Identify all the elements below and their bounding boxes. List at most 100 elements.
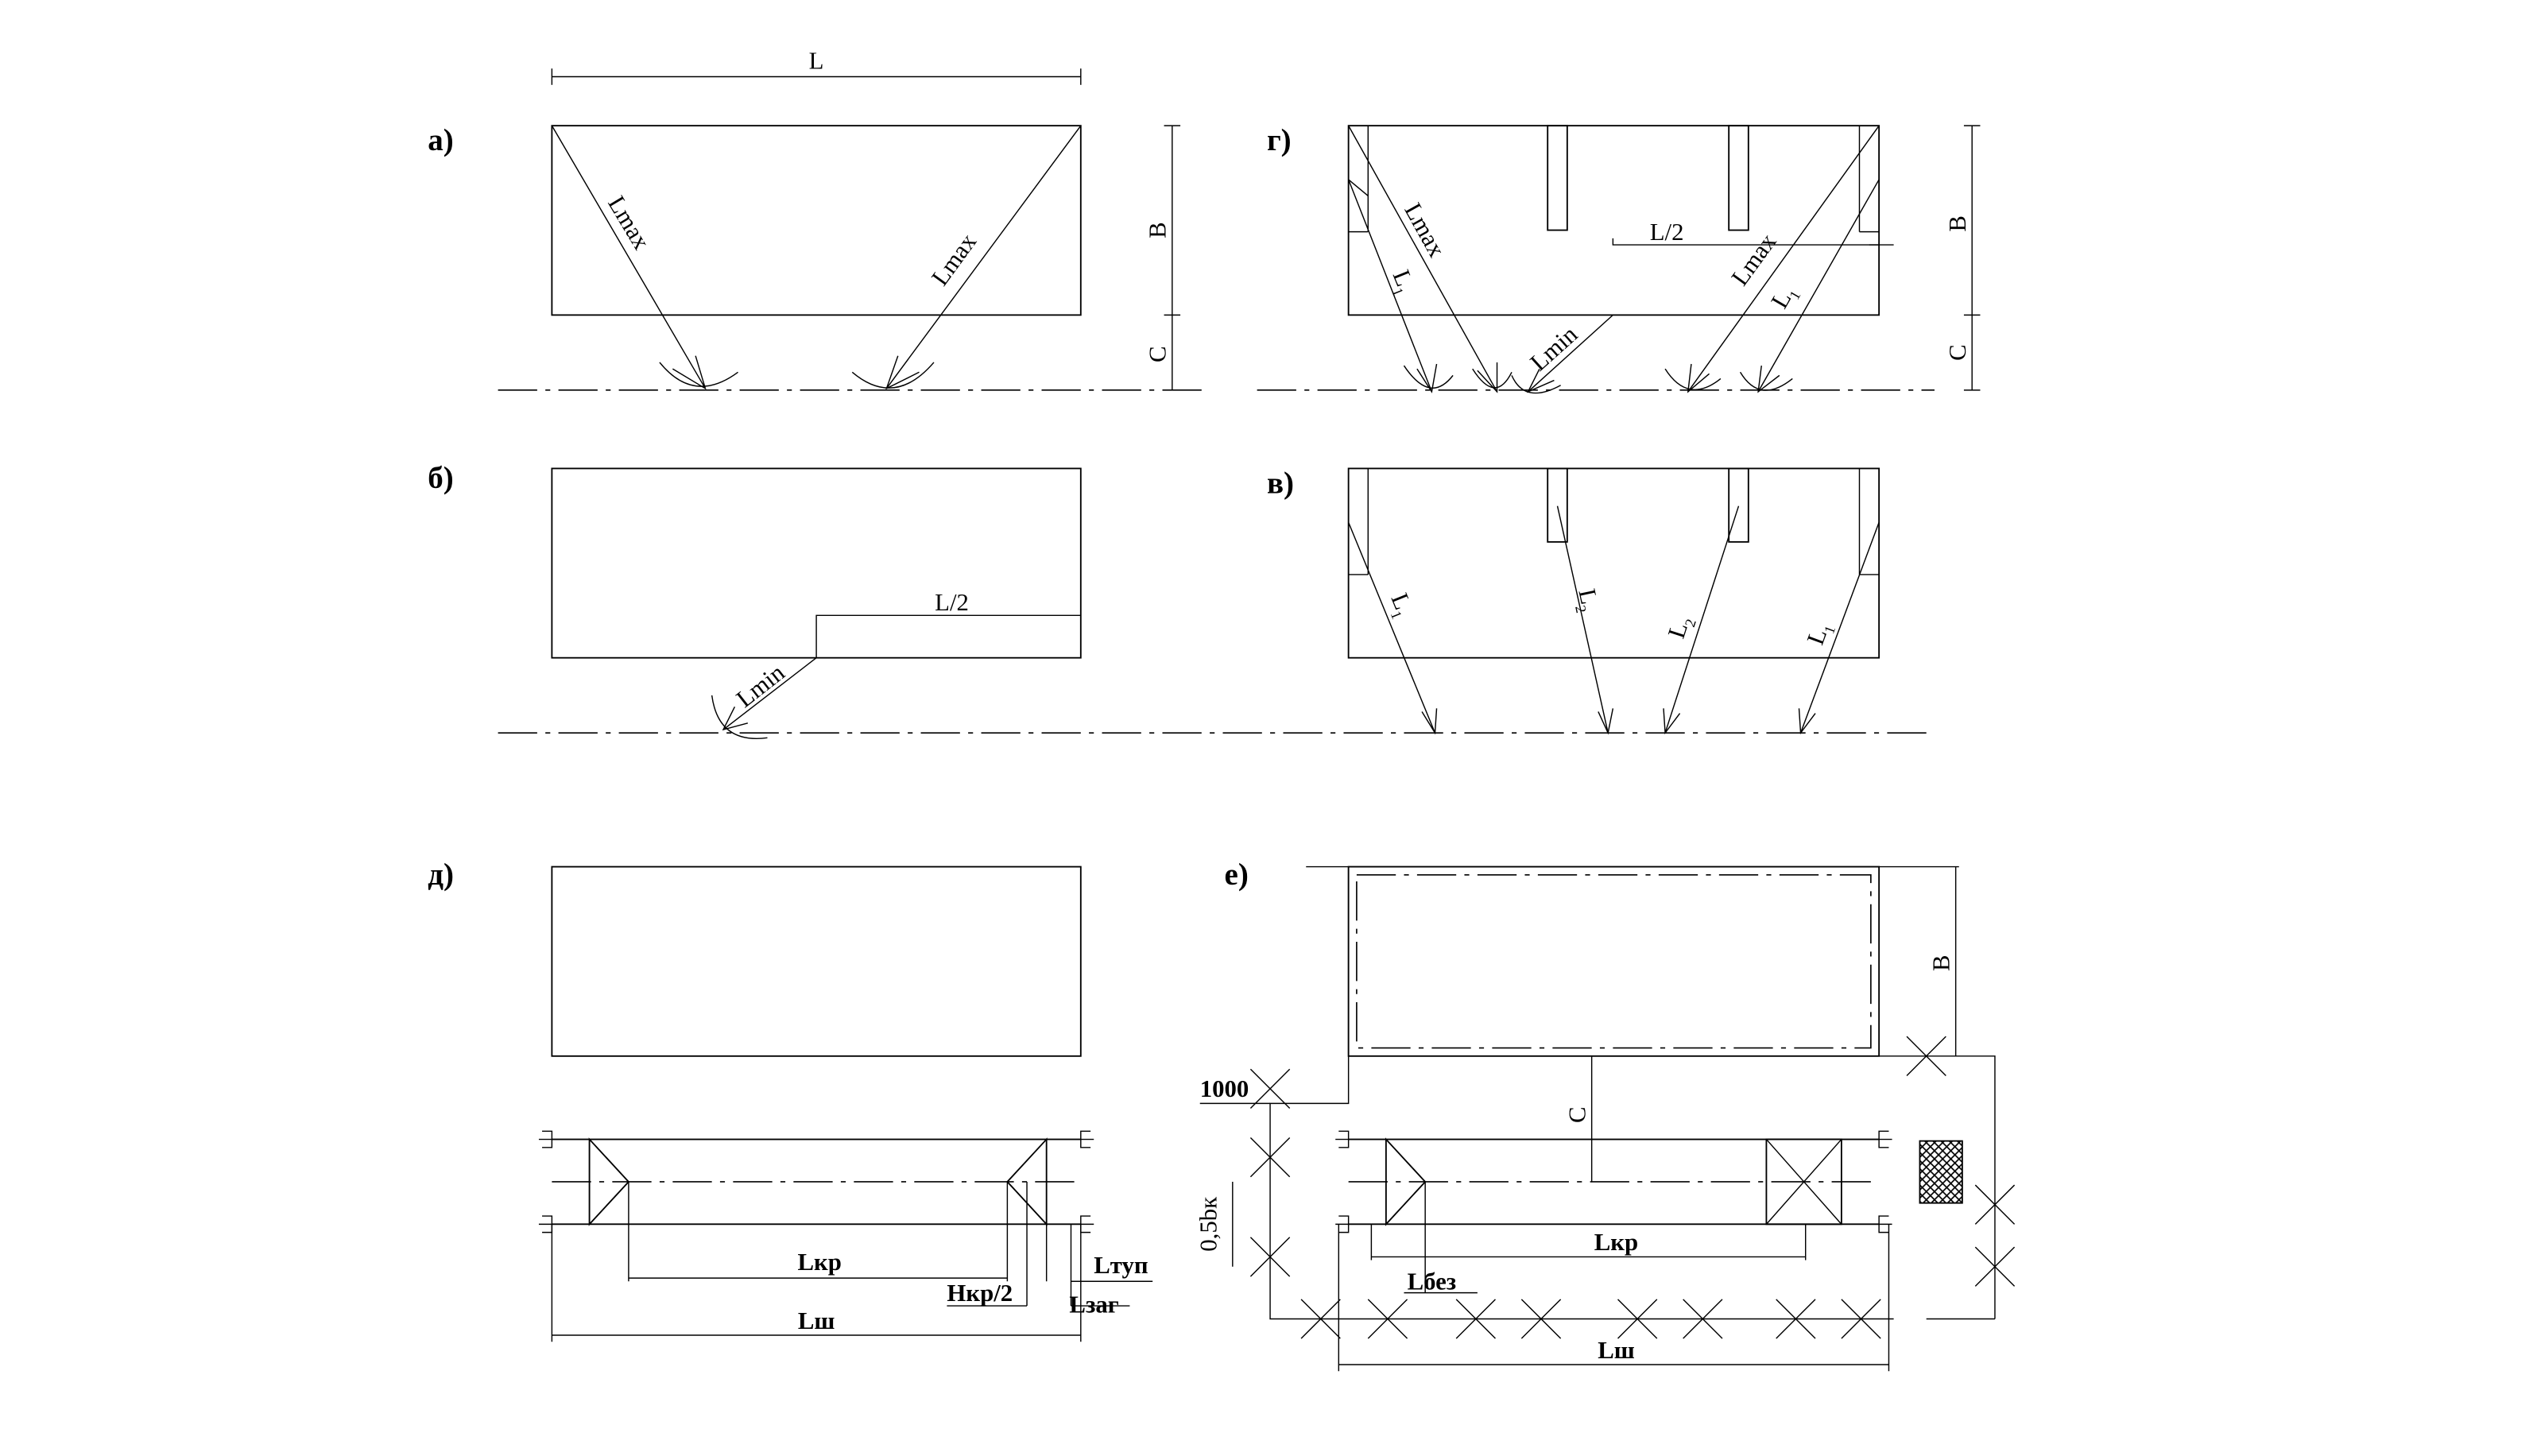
reach-line-lmin-b	[722, 657, 817, 730]
dim-label-C-e: C	[1563, 1106, 1590, 1123]
dim-label-lzag-d: Lзаг	[1069, 1291, 1118, 1318]
dim-label-C-g: C	[1944, 344, 1971, 361]
site-boundary-top	[1348, 1055, 1996, 1319]
column-v-2	[1728, 467, 1749, 543]
fence-cross	[1249, 1068, 1291, 1109]
reach-line-l1-v-left	[1347, 521, 1436, 734]
dim-label-1000-e: 1000	[1200, 1075, 1249, 1102]
crane-tower-right-e	[1765, 1138, 1842, 1226]
reach-arc	[1511, 375, 1561, 394]
fence-cross	[1367, 1299, 1408, 1339]
fence-cross	[1776, 1299, 1816, 1339]
dim-label-05bk-e: 0,5bк	[1195, 1197, 1222, 1252]
dim-label-B-a: B	[1145, 222, 1172, 238]
fence-cross	[1974, 1184, 2016, 1225]
column-v-1	[1547, 467, 1568, 543]
column-g-2	[1728, 125, 1749, 231]
building-outline-v	[1347, 467, 1880, 659]
label-lmax-right: Lmax	[926, 228, 982, 291]
reach-line-lmax-left	[551, 125, 707, 389]
label-l-half-g: L/2	[1650, 219, 1684, 246]
building-outline-e	[1347, 865, 1880, 1057]
label-l2-v-right: L 2	[1663, 617, 1699, 641]
fence-cross	[1300, 1299, 1341, 1339]
reach-line-lmax-g-right	[1687, 125, 1880, 393]
label-l1-g-left: L 1	[1388, 266, 1419, 298]
dim-label-C-a: C	[1145, 346, 1172, 362]
label-l2-v-left: L 2	[1572, 587, 1602, 614]
end-stop-left-e	[1335, 1130, 1350, 1233]
reach-line-l2-v-right	[1664, 505, 1740, 734]
dim-label-lbez-e: Lбез	[1408, 1268, 1457, 1295]
fence-cross	[1974, 1246, 2016, 1287]
building-inner-axis-e	[1356, 874, 1872, 1049]
panel-b: б) L/2 Lmin	[428, 461, 1927, 739]
crane-tower-cross	[1765, 1139, 1842, 1225]
dim-label-hkr-d: Hкр/2	[947, 1280, 1013, 1307]
label-lmax-left: Lmax	[602, 192, 655, 255]
label-lmin-b: Lmin	[731, 659, 790, 713]
reach-arc	[659, 362, 738, 387]
edge-line	[1348, 179, 1369, 197]
label-lmax-g-right: Lmax	[1726, 228, 1782, 291]
arrow-head	[1598, 708, 1614, 735]
l2-subscript: 2	[1572, 604, 1589, 614]
reach-line-l1-g-left	[1347, 179, 1433, 393]
arrow-head	[672, 355, 707, 390]
arrow-head	[1477, 362, 1498, 393]
panel-g-label: г)	[1267, 123, 1292, 157]
panel-a: а) L Lmax Lmax B C	[428, 47, 1209, 391]
panel-e: е) B 1000 0,5bк C Lк	[1195, 858, 2016, 1372]
crane-tower-left-e	[1385, 1137, 1427, 1226]
panel-g: г) L/2 Lmax Lmax Lmin L	[1257, 123, 1981, 394]
fence-cross	[1617, 1299, 1658, 1339]
fence-cross	[1520, 1299, 1562, 1339]
reach-arc	[851, 362, 935, 389]
panel-v: в) L 1 L 2 L 2 L 1	[1267, 466, 1880, 735]
building-outline-d	[551, 865, 1082, 1057]
reach-line-lmax-right	[885, 125, 1082, 389]
reach-line-l2-v-left	[1556, 505, 1609, 734]
dim-label-B-g: B	[1944, 215, 1971, 232]
arrow-head	[1687, 363, 1710, 393]
site-boundary-left	[1269, 866, 1894, 1320]
panel-v-label: в)	[1267, 466, 1294, 500]
reach-arc	[1472, 368, 1513, 389]
fence-cross	[1249, 1137, 1291, 1178]
fence-cross	[1455, 1299, 1496, 1339]
building-outline-a	[551, 125, 1082, 316]
arrow-head	[1757, 365, 1780, 393]
reach-line-lmin-g	[1528, 314, 1613, 393]
dim-label-B-e: B	[1927, 955, 1954, 971]
label-l1-v-left: L 1	[1386, 590, 1417, 622]
label-l1-v-right: L 1	[1802, 624, 1838, 649]
panel-b-label: б)	[428, 461, 454, 495]
panel-d: д) Lкр Lтуп Hкр/2 Lзаг Lш	[428, 858, 1153, 1342]
dim-label-lkr-d: Lкр	[797, 1249, 841, 1276]
fence-marks	[1249, 1036, 2016, 1339]
reach-arc	[1403, 365, 1454, 389]
fence-cross	[1683, 1299, 1723, 1339]
arrow-head	[1421, 708, 1438, 735]
end-stop-left-d	[538, 1130, 553, 1233]
fence-cross	[1906, 1036, 1946, 1076]
reach-line-lmax-g-left	[1348, 125, 1498, 393]
reach-line-l1-v-right	[1799, 521, 1880, 734]
reach-line-l1-g-right	[1757, 179, 1880, 393]
arrow-head	[722, 706, 749, 731]
arrow-head	[1416, 363, 1438, 393]
end-stop-right-d	[1080, 1130, 1094, 1233]
fence-cross	[1841, 1299, 1881, 1339]
label-l-half-b: L/2	[935, 589, 969, 616]
panel-e-label: е)	[1225, 858, 1249, 892]
reach-arc	[1664, 368, 1722, 391]
arrow-head	[885, 355, 920, 390]
reach-arc	[1739, 371, 1793, 391]
dim-label-L: L	[809, 47, 824, 74]
arrow-head	[1663, 708, 1681, 735]
fence-cross	[1249, 1237, 1291, 1277]
reach-arc	[711, 695, 768, 739]
l2-letter: L	[1573, 587, 1602, 606]
dim-label-ltup-d: Lтуп	[1094, 1252, 1148, 1279]
